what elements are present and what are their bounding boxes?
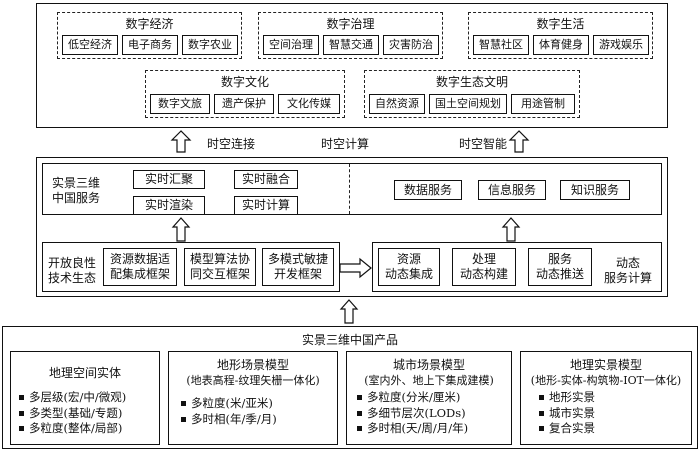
card-title: 地形场景模型 xyxy=(216,358,289,372)
group-title: 数字生态文明 xyxy=(435,75,508,89)
right-arrow-icon xyxy=(339,257,372,279)
item-box: 遗产保护 xyxy=(214,94,274,114)
card-subtitle: (地表高程-纹理矢栅一体化) xyxy=(186,374,320,387)
bullet-icon xyxy=(357,410,362,416)
link-label-intelligence: 时空智能 xyxy=(458,137,507,151)
up-arrow-icon xyxy=(339,299,359,324)
item-box: 自然资源 xyxy=(369,94,425,114)
bullet-icon xyxy=(357,395,362,401)
product-layer-title: 实景三维中国产品 xyxy=(301,333,398,347)
item-box: 低空经济 xyxy=(62,35,118,55)
list-item: 多时相(年/季/月) xyxy=(181,412,277,428)
knowledge-service-box: 知识服务 xyxy=(560,180,630,200)
link-label-computing: 时空计算 xyxy=(320,137,369,151)
list-item: 多层级(宏/中/微观) xyxy=(19,390,126,406)
service-divider xyxy=(349,164,350,214)
item-box: 数字农业 xyxy=(182,35,238,55)
item-box: 国土空间规划 xyxy=(429,94,507,114)
list-item: 多时相(天/周/月/年) xyxy=(357,421,468,437)
framework-model-box: 模型算法协 同交互框架 xyxy=(184,248,256,286)
group-digital-economy: 数字经济 低空经济 电子商务 数字农业 xyxy=(57,12,242,59)
group-digital-ecology: 数字生态文明 自然资源 国土空间规划 用途管制 xyxy=(364,70,580,118)
item-box: 用途管制 xyxy=(511,94,575,114)
realtime-compute-box: 实时计算 xyxy=(234,196,298,215)
group-title: 数字经济 xyxy=(125,17,174,31)
realtime-gather-box: 实时汇聚 xyxy=(133,170,205,189)
item-box: 文化传媒 xyxy=(278,94,340,114)
card-subtitle: (室内外、地上下集成建模) xyxy=(364,374,494,387)
bullet-icon xyxy=(181,401,186,407)
bullet-icon xyxy=(357,426,362,432)
bottom-up-arrow xyxy=(339,299,359,324)
bullet-icon xyxy=(19,395,24,401)
service-label: 实景三维 中国服务 xyxy=(52,176,101,205)
card-title: 地理实景模型 xyxy=(569,358,642,372)
product-layer-frame xyxy=(2,326,698,449)
product-card-reality: 地理实景模型 (地形-实体-构筑物-IOT一体化) 地形实景 城市实景 复合实景 xyxy=(520,351,692,445)
dynamic-subframe xyxy=(372,242,662,292)
bullet-icon xyxy=(539,426,544,432)
card-list: 多粒度(米/亚米) 多时相(年/季/月) xyxy=(181,396,277,427)
item-box: 空间治理 xyxy=(263,35,319,55)
dynamic-push-box: 服务 动态推送 xyxy=(528,248,592,286)
item-box: 智慧社区 xyxy=(473,35,529,55)
up-arrow-icon xyxy=(170,130,192,153)
application-layer-frame xyxy=(36,3,668,128)
up-arrow-icon xyxy=(171,217,191,242)
item-box: 游戏娱乐 xyxy=(593,35,649,55)
dynamic-resource-box: 资源 动态集成 xyxy=(378,248,440,286)
card-title: 地理空间实体 xyxy=(48,366,121,380)
data-service-box: 数据服务 xyxy=(394,180,462,200)
item-box: 电子商务 xyxy=(122,35,178,55)
group-digital-culture: 数字文化 数字文旅 遗产保护 文化传媒 xyxy=(145,70,345,118)
group-digital-life: 数字生活 智慧社区 体育健身 游戏娱乐 xyxy=(468,12,653,59)
dynamic-process-box: 处理 动态构建 xyxy=(452,248,516,286)
bullet-icon xyxy=(19,426,24,432)
product-card-entity: 地理空间实体 多层级(宏/中/微观) 多类型(基础/专题) 多粒度(整体/局部) xyxy=(10,351,160,445)
bullet-icon xyxy=(539,410,544,416)
middle-inner-arrows xyxy=(171,217,521,242)
list-item: 多粒度(米/亚米) xyxy=(181,396,277,412)
bullet-icon xyxy=(19,410,24,416)
card-title: 城市场景模型 xyxy=(392,358,465,372)
group-title: 数字文化 xyxy=(220,75,269,89)
product-card-terrain: 地形场景模型 (地表高程-纹理矢栅一体化) 多粒度(米/亚米) 多时相(年/季/… xyxy=(168,351,338,445)
service-layer-frame xyxy=(36,157,668,297)
info-service-box: 信息服务 xyxy=(478,180,546,200)
card-list: 多粒度(分米/厘米) 多细节层次(LODs) 多时相(天/周/月/年) xyxy=(357,390,468,437)
right-arrow xyxy=(339,257,372,279)
list-item: 城市实景 xyxy=(539,406,595,422)
product-card-city: 城市场景模型 (室内外、地上下集成建模) 多粒度(分米/厘米) 多细节层次(LO… xyxy=(346,351,512,445)
bullet-icon xyxy=(181,416,186,422)
realtime-fusion-box: 实时融合 xyxy=(234,170,298,189)
card-subtitle: (地形-实体-构筑物-IOT一体化) xyxy=(530,374,682,387)
card-list: 多层级(宏/中/微观) 多类型(基础/专题) 多粒度(整体/局部) xyxy=(19,390,126,437)
framework-resource-box: 资源数据适 配集成框架 xyxy=(103,248,177,286)
list-item: 多类型(基础/专题) xyxy=(19,406,126,422)
list-item: 多粒度(分米/厘米) xyxy=(357,390,468,406)
realtime-render-box: 实时渲染 xyxy=(133,196,205,215)
bullet-icon xyxy=(539,395,544,401)
dynamic-label: 动态 服务计算 xyxy=(603,256,652,285)
service-subframe xyxy=(42,163,662,215)
link-arrows xyxy=(170,130,530,153)
list-item: 多细节层次(LODs) xyxy=(357,406,468,422)
item-box: 灾害防治 xyxy=(383,35,439,55)
up-arrow-icon xyxy=(508,130,530,153)
item-box: 体育健身 xyxy=(533,35,589,55)
group-digital-governance: 数字治理 空间治理 智慧交通 灾害防治 xyxy=(258,12,443,59)
item-box: 数字文旅 xyxy=(150,94,210,114)
card-list: 地形实景 城市实景 复合实景 xyxy=(539,390,595,437)
link-label-connection: 时空连接 xyxy=(206,137,255,151)
list-item: 多粒度(整体/局部) xyxy=(19,421,126,437)
item-box: 智慧交通 xyxy=(323,35,379,55)
up-arrow-icon xyxy=(501,217,521,242)
ecosystem-label: 开放良性 技术生态 xyxy=(48,256,97,285)
list-item: 复合实景 xyxy=(539,421,595,437)
group-title: 数字治理 xyxy=(326,17,375,31)
framework-dev-box: 多模式敏捷 开发框架 xyxy=(262,248,334,286)
group-title: 数字生活 xyxy=(536,17,585,31)
list-item: 地形实景 xyxy=(539,390,595,406)
